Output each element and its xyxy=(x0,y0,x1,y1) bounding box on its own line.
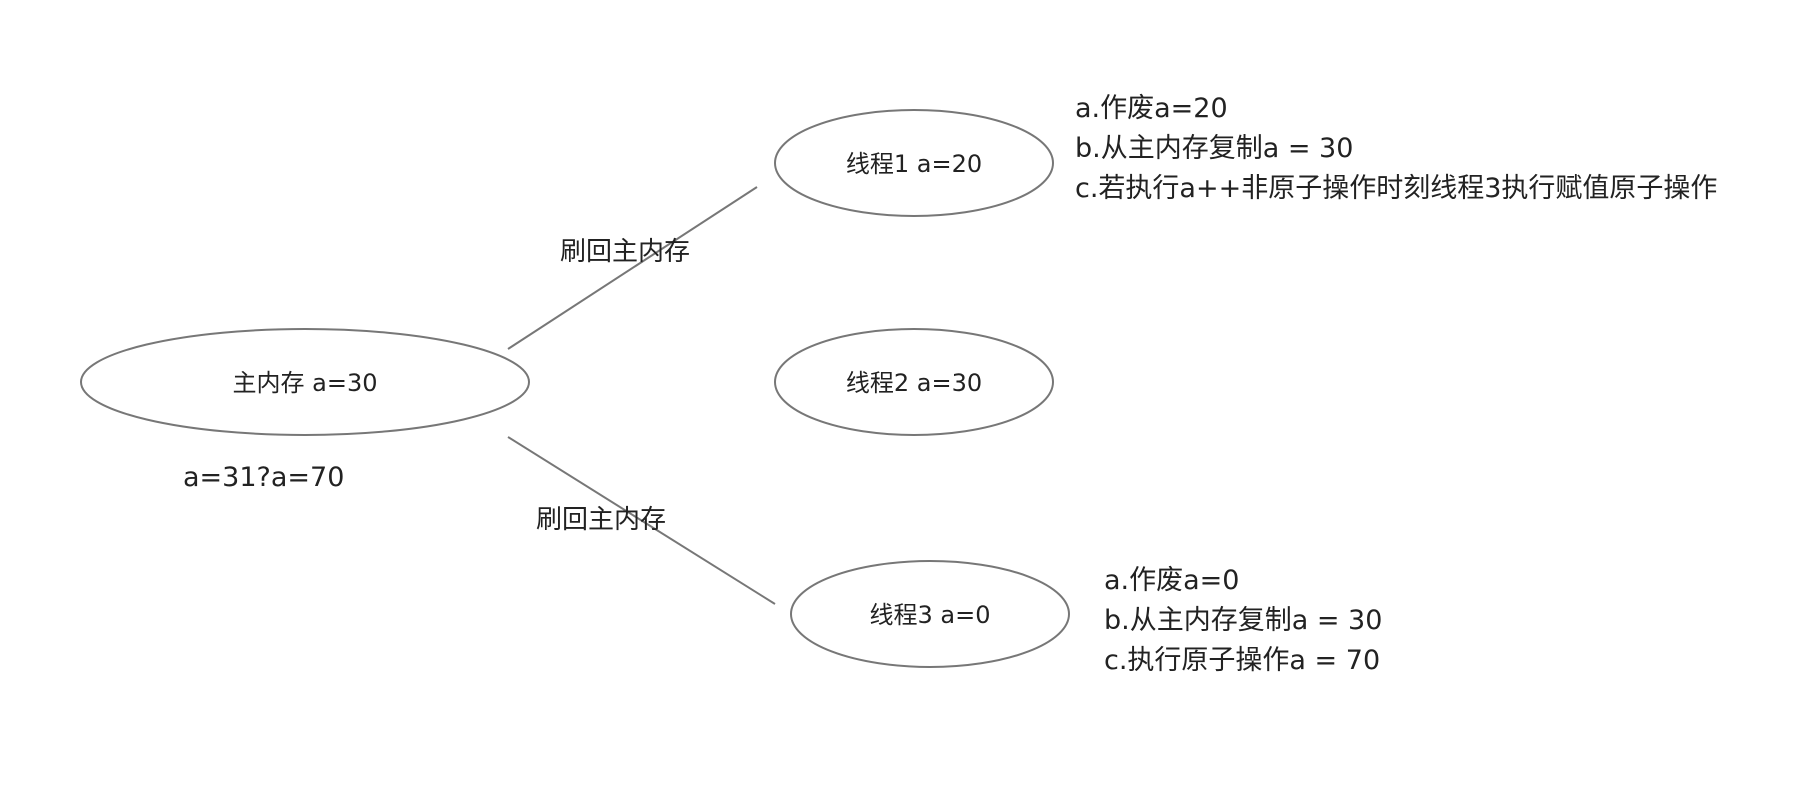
thread3-note-c: c.执行原子操作a = 70 xyxy=(1104,645,1380,676)
edge-main-to-thread3 xyxy=(507,436,776,605)
main-memory-note: a=31?a=70 xyxy=(183,462,344,493)
thread3-note-a: a.作废a=0 xyxy=(1104,565,1239,596)
node-thread3-label: 线程3 a=0 xyxy=(870,601,991,629)
thread3-note-b: b.从主内存复制a = 30 xyxy=(1104,605,1382,636)
edge-main-to-thread1 xyxy=(507,186,758,350)
thread1-note-b: b.从主内存复制a = 30 xyxy=(1075,133,1353,164)
node-main-memory: 主内存 a=30 xyxy=(80,328,530,436)
node-thread3: 线程3 a=0 xyxy=(790,560,1070,668)
edge-label-thread1: 刷回主内存 xyxy=(560,237,690,267)
node-thread1: 线程1 a=20 xyxy=(774,109,1054,217)
thread1-note-c: c.若执行a++非原子操作时刻线程3执行赋值原子操作 xyxy=(1075,173,1717,204)
node-thread2: 线程2 a=30 xyxy=(774,328,1054,436)
node-thread1-label: 线程1 a=20 xyxy=(846,150,982,178)
thread1-note-a: a.作废a=20 xyxy=(1075,93,1228,124)
edge-label-thread3: 刷回主内存 xyxy=(536,505,666,535)
node-main-memory-label: 主内存 a=30 xyxy=(233,369,378,397)
node-thread2-label: 线程2 a=30 xyxy=(846,369,982,397)
